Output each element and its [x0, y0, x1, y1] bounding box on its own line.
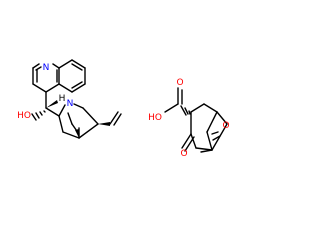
bond [113, 113, 122, 126]
bond [195, 147, 213, 151]
oxygen-atom-label: O [222, 121, 229, 131]
quinoline-ring-system [32, 59, 86, 93]
bond [206, 131, 213, 151]
bond [211, 131, 219, 135]
bond [67, 112, 73, 125]
bond [82, 107, 99, 125]
bond [164, 103, 179, 113]
quinuclidine-cage [58, 103, 99, 139]
bond [58, 104, 66, 117]
bond [71, 63, 83, 71]
nitrogen-atom-label: N [43, 63, 50, 73]
bond [203, 103, 218, 113]
bond [52, 63, 60, 69]
bond [71, 59, 86, 69]
hashed-bond [180, 105, 191, 116]
bond [62, 131, 80, 139]
hydroxyl-label: HO [148, 113, 162, 123]
bond [45, 83, 60, 93]
bond [32, 83, 47, 93]
bond [45, 107, 60, 117]
lactone-acid-molecule [164, 87, 228, 153]
bond [32, 63, 40, 69]
bond [71, 83, 86, 93]
bond [181, 133, 192, 149]
structure-drawing: N HO N H HO O O O [17, 59, 230, 159]
bond [58, 115, 64, 133]
bond [216, 111, 228, 125]
oxygen-atom-label: O [176, 78, 183, 88]
structure-canvas: N HO N H HO O O O [17, 59, 230, 159]
bond [206, 111, 218, 133]
bond [35, 66, 42, 71]
cinchona-molecule [31, 59, 122, 139]
bond [58, 83, 73, 93]
bond [109, 111, 119, 125]
nitrogen-atom-label: N [67, 99, 74, 109]
wedge-bond [46, 100, 58, 108]
bond [71, 81, 83, 89]
hashed-bond [31, 110, 46, 121]
hydrogen-atom-label: H [59, 94, 66, 104]
bond [58, 59, 73, 69]
bond [212, 135, 221, 141]
bond [184, 136, 195, 152]
wedge-bond [75, 129, 79, 138]
bond [78, 123, 99, 139]
hydroxyl-label: HO [17, 111, 31, 121]
bond [190, 133, 197, 149]
bond [190, 103, 205, 113]
bond [73, 103, 84, 109]
wedge-bond [98, 122, 110, 126]
oxygen-atom-label: O [180, 149, 187, 159]
